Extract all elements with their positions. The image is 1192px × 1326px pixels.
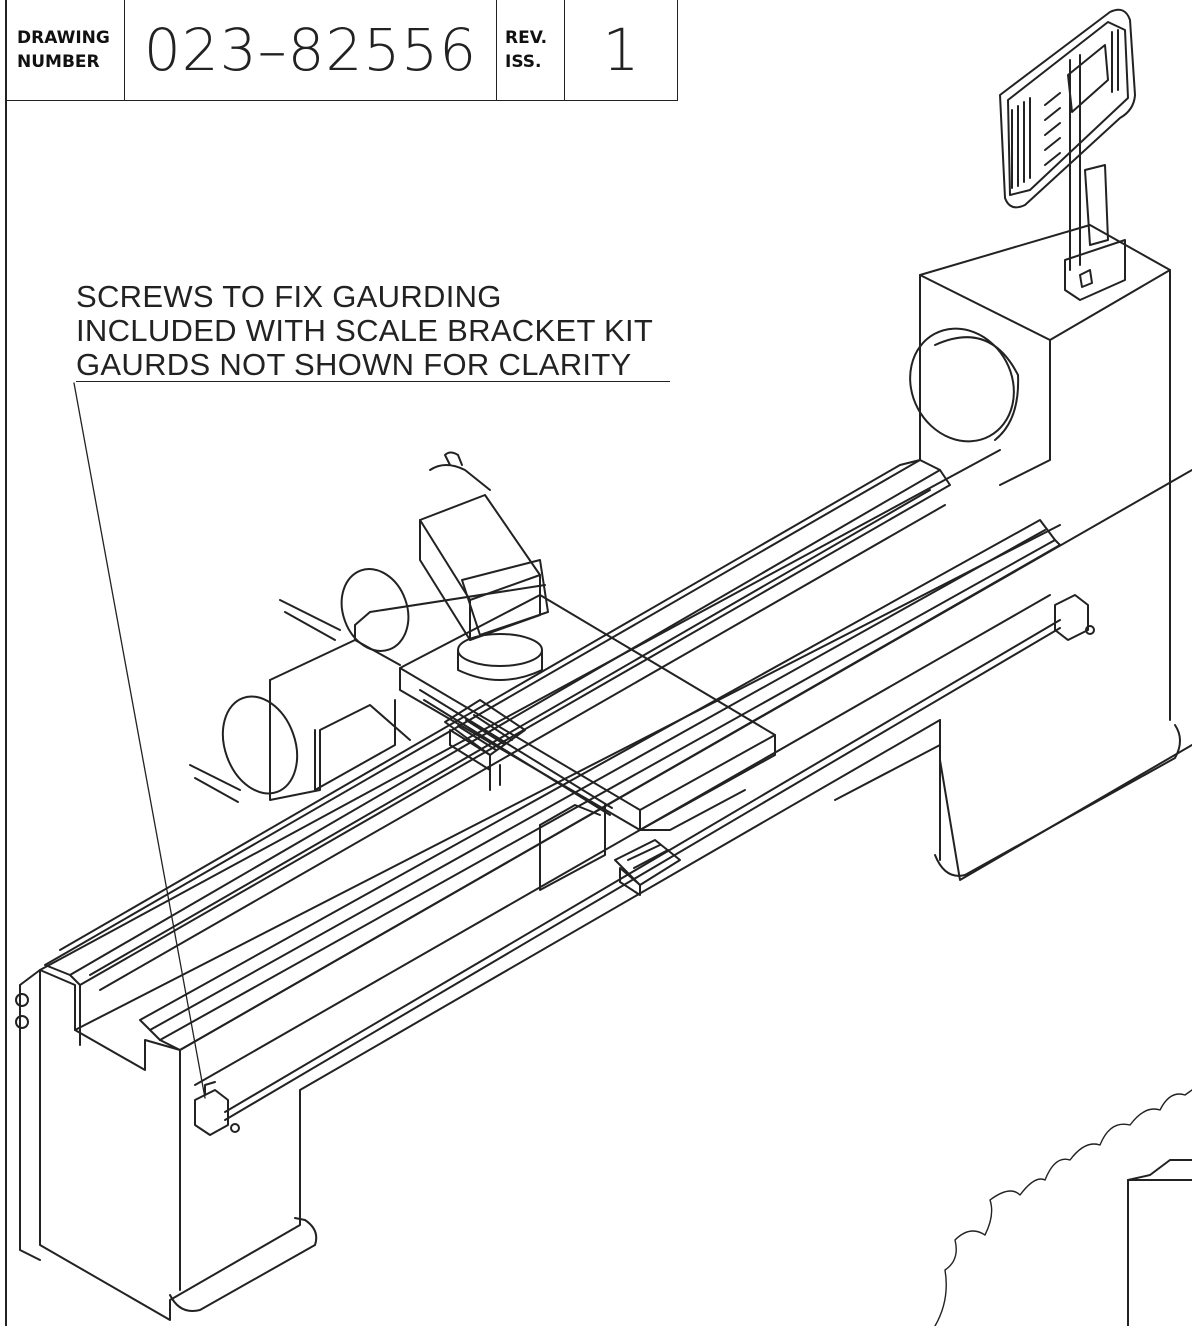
note-leader-line — [73, 382, 206, 1099]
headstock — [909, 224, 1171, 721]
title-block: DRAWING NUMBER 023–82556 REV. ISS. 1 — [6, 0, 678, 101]
dro-display — [999, 8, 1136, 301]
drawing-number-label: DRAWING NUMBER — [7, 0, 125, 100]
note-line-2: INCLUDED WITH SCALE BRACKET KIT — [76, 313, 654, 348]
revision-number: 1 — [602, 16, 640, 84]
revision-label: REV. ISS. — [497, 0, 565, 100]
carriage-saddle — [269, 584, 776, 891]
handwheels — [189, 568, 410, 803]
lathe-bed — [15, 449, 1192, 1321]
note-underline — [76, 381, 670, 382]
revision-label-line-2: ISS. — [505, 52, 542, 72]
scale-brackets — [194, 594, 1095, 1136]
revision-label-line-1: REV. — [505, 28, 548, 48]
assembly-note: SCREWS TO FIX GAURDING INCLUDED WITH SCA… — [76, 280, 653, 382]
note-line-1: SCREWS TO FIX GAURDING — [76, 279, 502, 314]
drawing-number: 023–82556 — [125, 0, 497, 100]
break-out-detail — [934, 1089, 1192, 1326]
compound-slide — [419, 451, 549, 681]
note-line-3: GAURDS NOT SHOWN FOR CLARITY — [76, 347, 632, 382]
drawing-number-label-line-2: NUMBER — [17, 52, 100, 72]
drawing-number-label-line-1: DRAWING — [17, 28, 110, 48]
